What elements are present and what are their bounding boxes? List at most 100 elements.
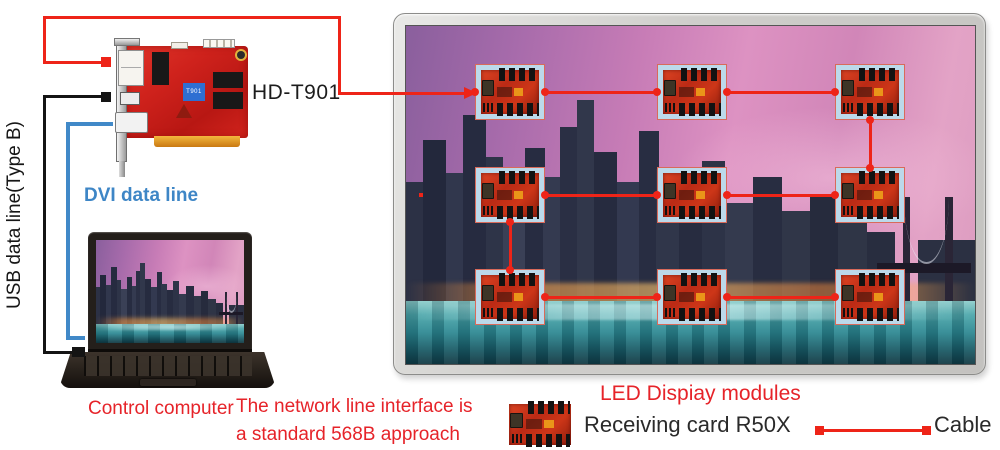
usb-line-to-card <box>43 95 101 98</box>
receiving-card-module <box>475 167 545 223</box>
receiving-card-pcb <box>480 67 540 117</box>
pin-connector-top <box>858 67 899 81</box>
component-band <box>679 291 695 303</box>
chip <box>514 190 524 200</box>
receiving-card-module <box>657 269 727 325</box>
pin-connector-top <box>858 272 899 286</box>
rj45-port <box>510 412 524 429</box>
pin-connector-bottom <box>496 308 539 322</box>
dvi-data-line-label: DVI data line <box>84 185 199 206</box>
cable-card-connector <box>101 57 111 67</box>
pin-connector-bottom <box>856 103 899 117</box>
component-band <box>497 189 513 201</box>
usb-data-line-label: USB data line(Type B) <box>4 121 25 309</box>
sending-card-hd-t901: T901 <box>114 38 254 177</box>
pin-block <box>843 205 854 216</box>
chip <box>213 92 243 109</box>
sender-card-label: HD-T901 <box>252 81 341 104</box>
component-band <box>679 86 695 98</box>
receiving-card-pcb <box>662 170 722 220</box>
component-band <box>857 86 873 98</box>
pin-connector-top <box>680 67 721 81</box>
chip <box>152 52 169 85</box>
legend-cable-icon <box>815 426 931 435</box>
component-band <box>497 291 513 303</box>
chip <box>696 190 706 200</box>
pin-connector-top <box>498 67 539 81</box>
network-note: The network line interface is a standard… <box>236 393 473 449</box>
city-skyline-image <box>96 240 244 343</box>
rj45-port <box>841 284 855 302</box>
dvi-line-vertical <box>66 122 70 340</box>
receiving-card-module <box>475 64 545 120</box>
legend-cable-label: Cable <box>934 412 992 437</box>
cable-entry-run <box>338 92 466 95</box>
module-link <box>545 91 657 94</box>
pin-connector-bottom <box>856 308 899 322</box>
pin-block <box>483 205 494 216</box>
rj45-port <box>481 79 495 97</box>
receiving-card-module <box>835 167 905 223</box>
receiving-card-pcb <box>662 272 722 322</box>
waterline-lights <box>96 318 244 328</box>
pin-block <box>483 102 494 113</box>
chip <box>874 292 884 302</box>
pin-connector-top <box>680 170 721 184</box>
legend-receiving-card-icon <box>504 399 576 449</box>
pin-connector-top <box>858 170 899 184</box>
control-computer-label: Control computer <box>88 398 234 419</box>
component-band <box>857 189 873 201</box>
rj45-port <box>481 284 495 302</box>
pin-connector-bottom <box>678 308 721 322</box>
rj45-port <box>663 79 677 97</box>
cable-down-riser <box>338 16 341 95</box>
chip <box>514 292 524 302</box>
wire-dot <box>471 88 479 96</box>
receiving-card-pcb <box>480 170 540 220</box>
pin-block <box>511 433 523 443</box>
pin-connector-top <box>528 401 571 414</box>
t901-chip: T901 <box>183 83 205 101</box>
chip <box>696 87 706 97</box>
pin-connector-bottom <box>678 206 721 220</box>
pin-connector-bottom <box>678 103 721 117</box>
laptop-touchpad <box>140 379 196 386</box>
module-link <box>509 222 512 270</box>
dvi-port <box>115 112 148 133</box>
pin-block <box>665 102 676 113</box>
receiving-card-pcb <box>840 67 900 117</box>
receiving-card-module <box>475 269 545 325</box>
pin-block <box>843 102 854 113</box>
chip <box>874 87 884 97</box>
network-note-line2: a standard 568B approach <box>236 424 460 445</box>
control-computer-laptop <box>60 230 275 390</box>
pin-connector-bottom <box>496 206 539 220</box>
receiving-card-pcb <box>509 401 571 447</box>
component-band <box>526 419 543 429</box>
pin-connector-top <box>498 272 539 286</box>
usb-port <box>120 92 140 105</box>
laptop-screen <box>96 240 244 343</box>
network-port <box>118 50 144 86</box>
chip <box>874 190 884 200</box>
dvi-line-to-laptop <box>66 336 85 340</box>
laptop-keyboard <box>84 356 252 376</box>
pin-block <box>843 307 854 318</box>
pin-connector-top <box>498 170 539 184</box>
chip <box>696 292 706 302</box>
cable-to-card <box>43 61 101 64</box>
legend-modules-title: LED Dispiay modules <box>600 382 801 405</box>
pin-connector-bottom <box>856 206 899 220</box>
pci-gold-edge <box>154 136 240 147</box>
module-link <box>869 120 872 168</box>
pin-connector-bottom <box>525 434 571 447</box>
receiving-card-pcb <box>480 272 540 322</box>
receiving-card-module <box>835 269 905 325</box>
module-link <box>727 91 835 94</box>
usb-line-to-laptop <box>43 351 75 354</box>
receiving-card-module <box>657 167 727 223</box>
rj45-port <box>663 284 677 302</box>
power-connector <box>203 39 235 48</box>
water <box>96 323 244 343</box>
